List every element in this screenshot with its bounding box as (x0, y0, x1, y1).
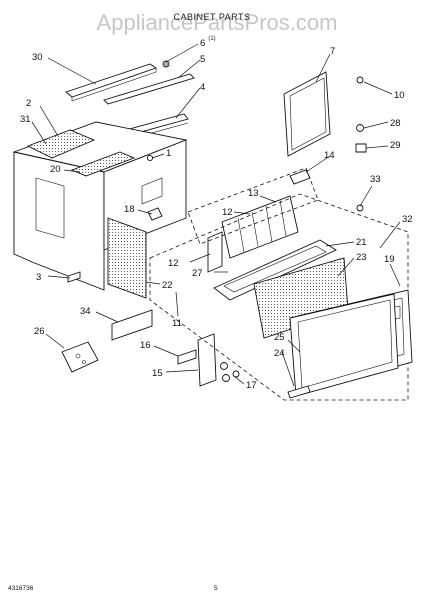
page-number: 5 (214, 585, 218, 592)
part-2-cabinet (12, 121, 188, 291)
part-12-louver (207, 231, 223, 273)
part-34-panel (111, 309, 153, 341)
part-1-screw (146, 154, 154, 162)
callout-15: 15 (152, 368, 163, 379)
part-21-frame (213, 239, 337, 301)
part-3-screw (67, 271, 81, 283)
callout-23: 23 (356, 252, 367, 263)
callout-12: 12 (222, 207, 233, 218)
callout-5: 5 (200, 54, 205, 65)
part-13-louver-assembly (221, 195, 299, 259)
callout-34: 34 (80, 306, 91, 317)
part-24-strip (287, 385, 311, 399)
callout-12b: 12 (168, 258, 179, 269)
part-29-nut (355, 143, 367, 153)
callout-24: 24 (274, 348, 285, 359)
callout-28: 28 (390, 118, 401, 129)
callout-16: 16 (140, 340, 151, 351)
side-louvers (35, 177, 65, 239)
callout-32: 32 (402, 214, 413, 225)
watermark: AppliancePartsPros.com (97, 10, 338, 35)
callout-7: 7 (330, 46, 335, 57)
callout-18: 18 (124, 204, 135, 215)
part-22-filter-panel (107, 217, 147, 299)
doc-number: 4316736 (8, 585, 34, 592)
part-30-top-rail (65, 63, 158, 102)
part-32-dashed-group (149, 167, 409, 401)
part-17-fasteners (220, 362, 240, 382)
callout-22: 22 (162, 280, 173, 291)
callout-2: 2 (26, 98, 31, 109)
page-subtitle: (1) (208, 36, 215, 42)
callout-19: 19 (384, 254, 395, 265)
part-26-bracket (61, 341, 99, 373)
callout-27: 27 (192, 268, 203, 279)
callout-3: 3 (36, 272, 41, 283)
callout-25: 25 (274, 332, 285, 343)
callout-31: 31 (20, 114, 31, 125)
callout-6: 6 (200, 38, 205, 49)
callout-10: 10 (394, 90, 405, 101)
callout-26: 26 (34, 326, 45, 337)
part-6-screw (162, 60, 170, 68)
callout-11: 11 (172, 318, 182, 329)
part-28-screw (356, 124, 364, 132)
callout-4: 4 (200, 82, 205, 93)
part-33-screw (356, 204, 364, 212)
part-14-bracket (289, 169, 311, 185)
part-18-clip (147, 207, 163, 221)
part-16-bracket (177, 349, 197, 365)
callout-13: 13 (248, 188, 259, 199)
part-15-bracket (197, 333, 217, 387)
part-31-insulation (26, 129, 96, 159)
callout-20: 20 (50, 164, 61, 175)
callout-1: 1 (166, 148, 171, 159)
part-10-screw (356, 76, 364, 84)
callout-21: 21 (356, 237, 367, 248)
callout-17: 17 (246, 380, 257, 391)
callout-29: 29 (390, 140, 401, 151)
callout-14: 14 (324, 150, 335, 161)
part-20-insulation (70, 151, 136, 177)
callout-30: 30 (32, 52, 43, 63)
part-7-rear-grille (283, 71, 331, 157)
part-5-rail (103, 73, 195, 105)
page-title: CABINET PARTS (173, 12, 250, 22)
callout-33: 33 (370, 174, 381, 185)
leader-lines (31, 43, 401, 387)
callout-labels: 30 6 5 7 2 4 10 31 28 1 29 14 20 33 13 1… (20, 38, 413, 391)
part-25-grille (289, 293, 399, 397)
